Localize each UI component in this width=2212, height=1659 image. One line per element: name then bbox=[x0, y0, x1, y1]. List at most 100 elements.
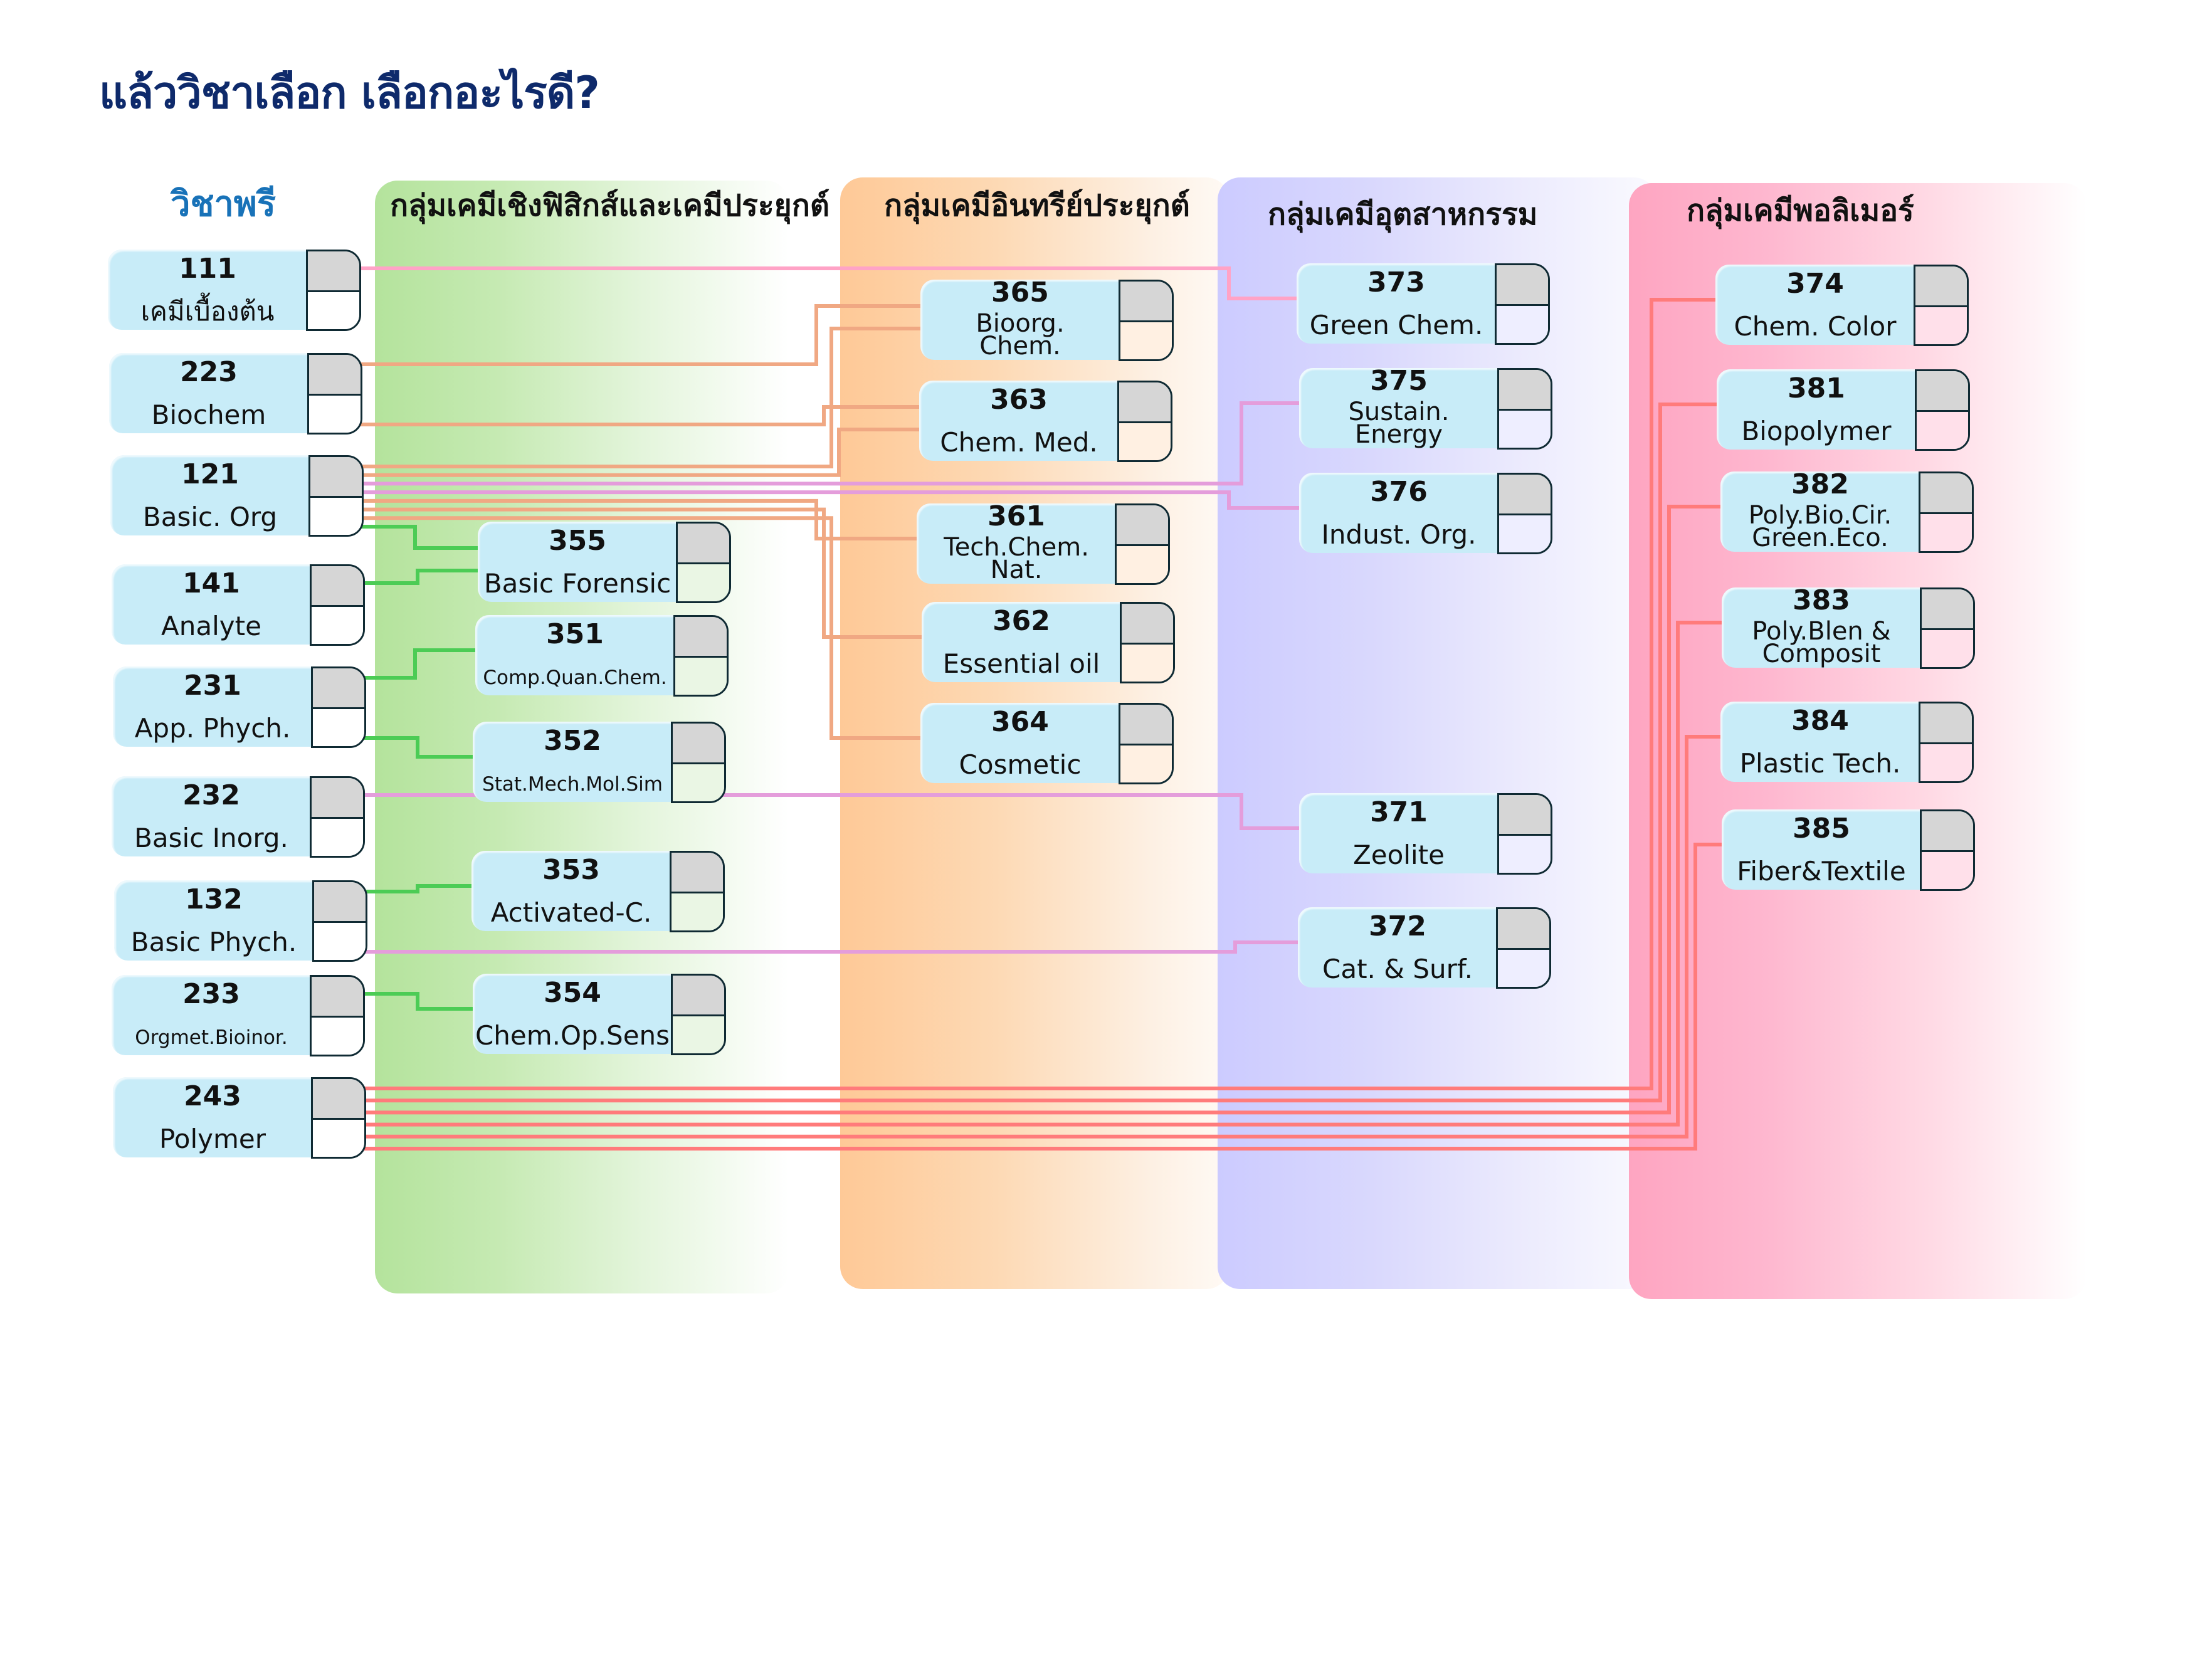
grade-box[interactable] bbox=[311, 666, 366, 748]
grade-box[interactable] bbox=[671, 974, 726, 1055]
grade-box[interactable] bbox=[1117, 381, 1172, 462]
course-111[interactable]: 111 เคมีเบื้องต้น bbox=[108, 250, 361, 331]
course-card bbox=[1715, 265, 1915, 345]
course-card bbox=[112, 975, 311, 1055]
course-name: Indust. Org. bbox=[1321, 519, 1477, 550]
grade-box[interactable] bbox=[1496, 907, 1551, 989]
grade-box[interactable] bbox=[311, 1077, 366, 1159]
grade-box-top bbox=[314, 882, 366, 923]
grade-box[interactable] bbox=[1497, 793, 1552, 875]
course-name: Basic Inorg. bbox=[134, 823, 288, 853]
course-name: Cosmetic bbox=[959, 749, 1082, 780]
grade-box[interactable] bbox=[1120, 602, 1175, 683]
course-name: Sustain.Energy bbox=[1348, 398, 1450, 449]
grade-box-top bbox=[1922, 811, 1973, 852]
grade-box-bottom bbox=[308, 292, 359, 329]
grade-box[interactable] bbox=[671, 722, 726, 803]
grade-box-top bbox=[672, 853, 723, 893]
grade-box-top bbox=[675, 617, 727, 658]
course-code: 385 bbox=[1793, 813, 1850, 845]
course-card bbox=[1299, 368, 1498, 448]
grade-box[interactable] bbox=[1495, 263, 1550, 345]
grade-box-top bbox=[312, 977, 363, 1018]
course-code: 361 bbox=[988, 500, 1045, 532]
grade-box[interactable] bbox=[1119, 280, 1174, 361]
grade-box-top bbox=[1499, 475, 1551, 515]
group-title-physical: กลุ่มเคมีเชิงฟิสิกส์และเคมีประยุกต์ bbox=[390, 188, 830, 223]
grade-box[interactable] bbox=[310, 776, 365, 858]
grade-box[interactable] bbox=[306, 250, 361, 331]
grade-box[interactable] bbox=[1920, 809, 1975, 891]
grade-box-bottom bbox=[1120, 745, 1172, 782]
grade-box[interactable] bbox=[310, 975, 365, 1056]
course-name: Poly.Bio.Cir.Green.Eco. bbox=[1748, 501, 1892, 552]
course-card bbox=[112, 776, 311, 856]
grade-box[interactable] bbox=[1919, 471, 1974, 553]
course-name: เคมีเบื้องต้น bbox=[140, 296, 275, 327]
course-card bbox=[1297, 263, 1496, 344]
course-code: 111 bbox=[179, 253, 236, 285]
grade-box[interactable] bbox=[1919, 702, 1974, 783]
course-card bbox=[1298, 907, 1497, 988]
grade-box[interactable] bbox=[1497, 473, 1552, 554]
grade-box[interactable] bbox=[1915, 369, 1970, 451]
grade-box-bottom bbox=[1117, 546, 1168, 583]
grade-box-top bbox=[1920, 703, 1972, 744]
grade-box[interactable] bbox=[1920, 587, 1975, 669]
grade-box[interactable] bbox=[673, 615, 729, 697]
grade-box[interactable] bbox=[307, 353, 362, 434]
course-code: 374 bbox=[1786, 268, 1844, 300]
grade-box-bottom bbox=[1119, 423, 1171, 460]
course-code: 355 bbox=[549, 525, 606, 557]
grade-box-top bbox=[1499, 795, 1551, 836]
grade-box[interactable] bbox=[308, 455, 364, 537]
grade-box[interactable] bbox=[1119, 703, 1174, 784]
grade-box[interactable] bbox=[312, 880, 367, 962]
grade-box-bottom bbox=[1920, 744, 1972, 781]
grade-box[interactable] bbox=[1497, 368, 1552, 450]
grade-box[interactable] bbox=[676, 522, 731, 603]
course-card bbox=[475, 615, 675, 695]
course-name: Basic Phych. bbox=[130, 927, 297, 957]
grade-box[interactable] bbox=[1914, 265, 1969, 346]
group-title-polymer: กลุ่มเคมีพอลิเมอร์ bbox=[1687, 193, 1914, 228]
grade-box-top bbox=[1498, 909, 1549, 950]
course-name: Orgmet.Bioinor. bbox=[135, 1026, 288, 1049]
course-name: Analyte bbox=[161, 611, 261, 641]
grade-box[interactable] bbox=[670, 851, 725, 932]
grade-box[interactable] bbox=[310, 564, 365, 646]
course-name: Green Chem. bbox=[1309, 310, 1483, 340]
course-card bbox=[917, 503, 1116, 584]
grade-box[interactable] bbox=[1115, 503, 1170, 585]
course-name: Basic Forensic bbox=[483, 568, 672, 599]
